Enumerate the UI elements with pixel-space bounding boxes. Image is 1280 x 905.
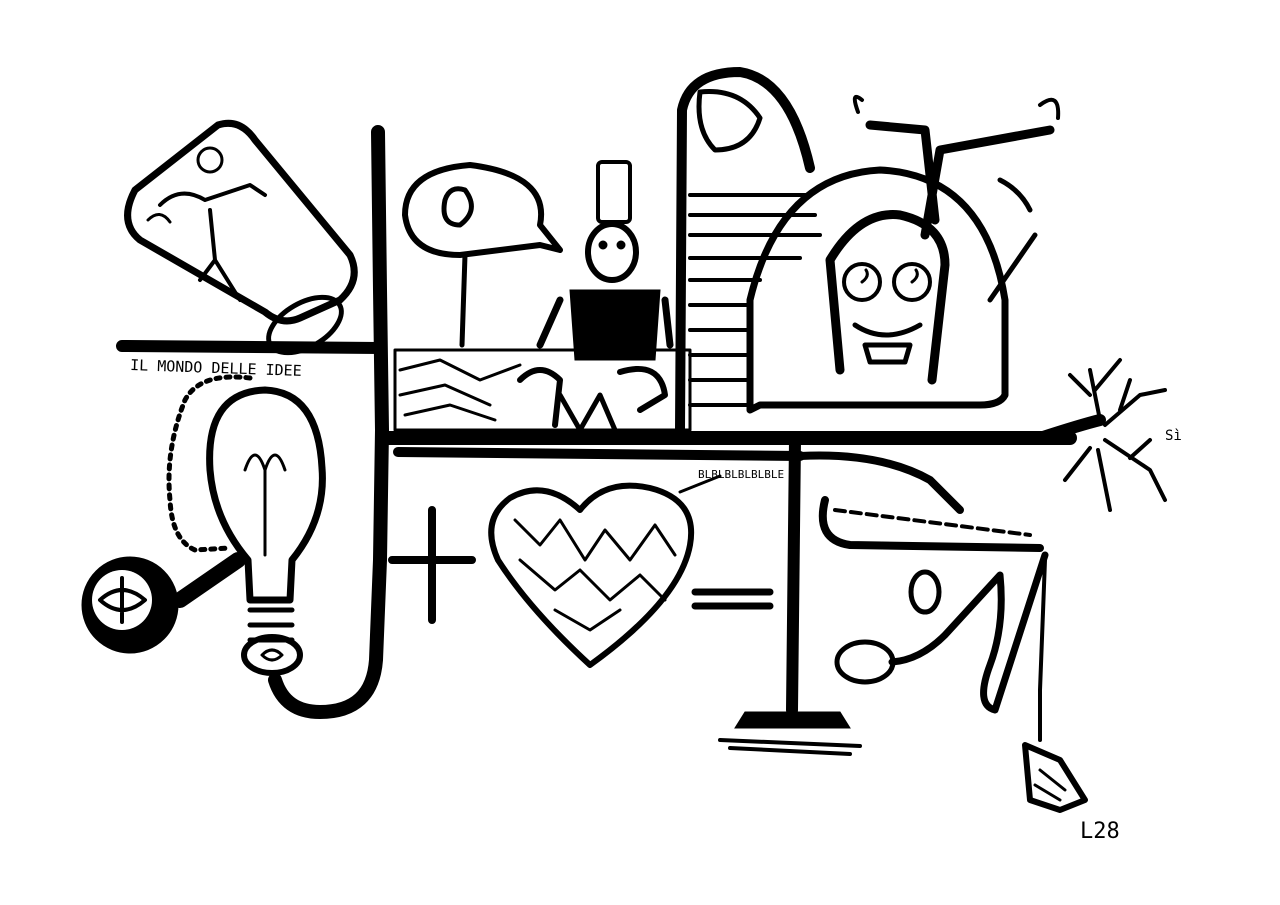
main-vertical-trunk (268, 125, 389, 719)
tilted-figure-panel (124, 119, 358, 356)
spiral-mask (746, 166, 1009, 414)
lightbulb (206, 386, 326, 676)
chain (166, 374, 253, 553)
stacked-panel (675, 67, 822, 435)
twisting-tubes (796, 451, 1049, 742)
equals-sign (691, 588, 774, 610)
vertical-post (718, 434, 862, 756)
side-word: Sì (1165, 428, 1182, 444)
thought-bubble (402, 162, 563, 348)
upper-left-bar (116, 340, 386, 354)
upside-down-legs (852, 95, 1061, 303)
tiled-floor (393, 348, 692, 432)
lower-horizontal-line (393, 447, 805, 461)
plug (1022, 742, 1088, 813)
tangled-heart (488, 482, 695, 668)
caption-text: IL MONDO DELLE IDEE (130, 356, 302, 380)
plus-sign (388, 506, 476, 624)
robot-figure (517, 160, 674, 433)
round-weight (81, 552, 246, 654)
signature: L28 (1080, 819, 1120, 844)
branching-roots (1034, 358, 1167, 512)
